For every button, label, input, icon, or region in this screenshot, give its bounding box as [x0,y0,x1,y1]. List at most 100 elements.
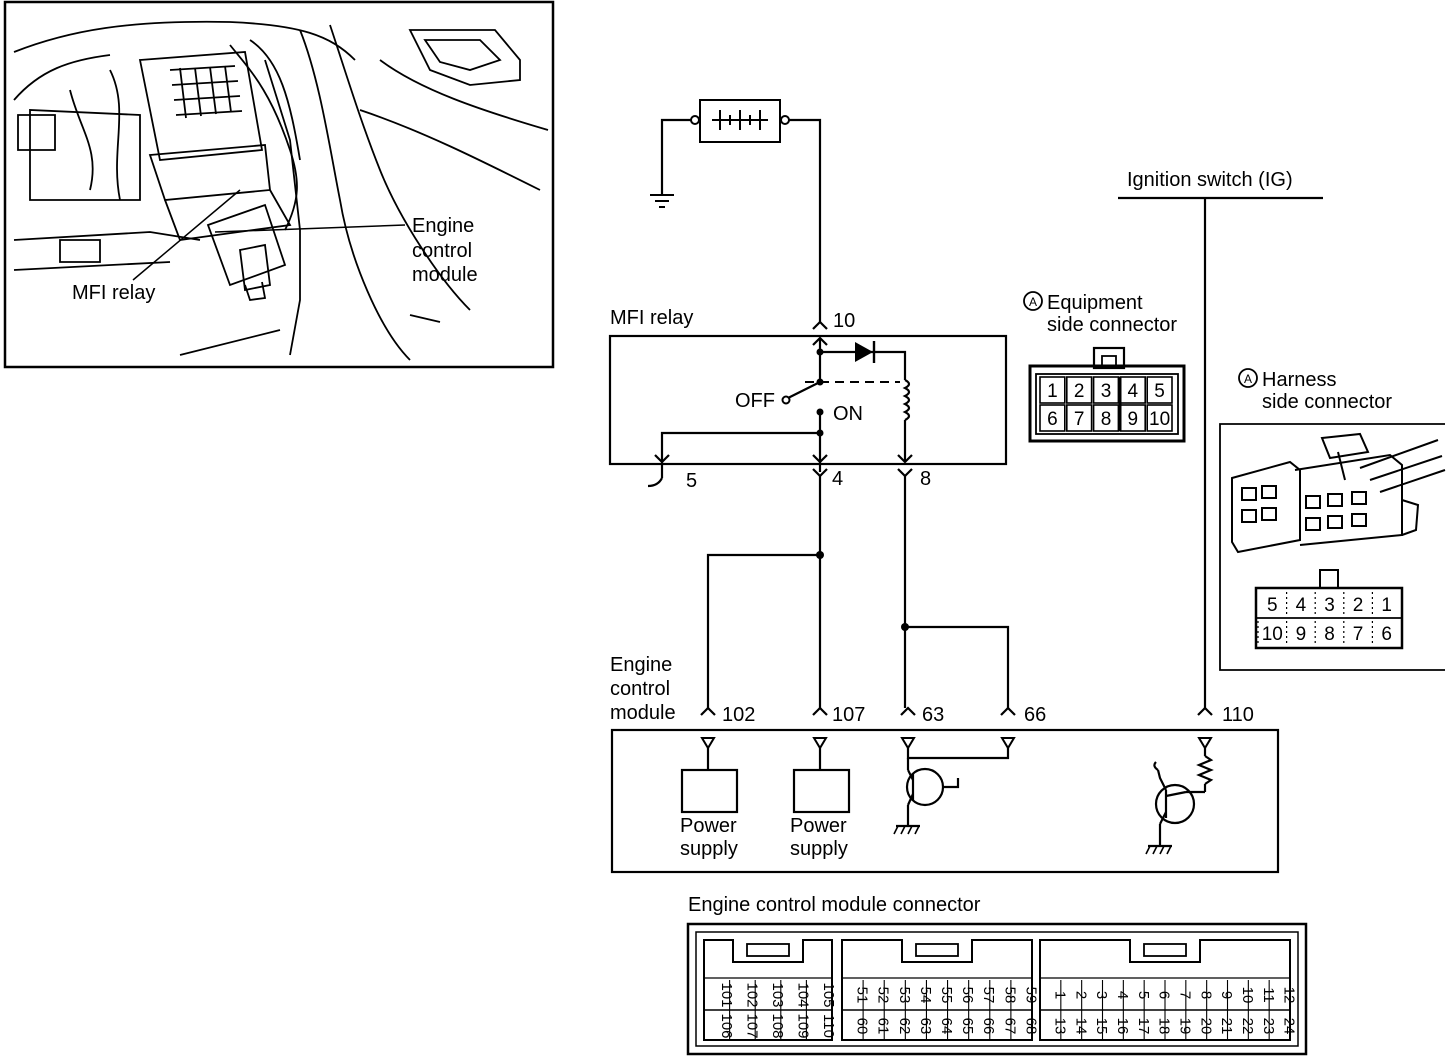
harness-pin-5: 5 [1267,595,1278,616]
ecm-connector-housing [686,922,1308,1056]
harness-pin-3: 3 [1324,595,1335,616]
ecm-connector-pin-52: 52 [875,987,892,1004]
power-supply-label-2a: Power [790,815,847,837]
ecm-connector-pin-110: 110 [820,1014,837,1038]
location-view-frame [3,0,555,369]
ecm-connector-pin-24: 24 [1281,1018,1298,1035]
ecm-connector-pin-19: 19 [1176,1018,1193,1035]
wire-battery-relay10 [789,118,822,322]
connector-cavity [1066,376,1093,404]
ecm-connector-pin-1: 1 [1051,991,1068,999]
relay-terminal-4: 4 [832,468,843,490]
ecm-connector: Engine control module connector 10110610… [686,894,1308,1056]
ecm-pin-66: 66 [1024,704,1046,726]
relay-box [608,334,1008,466]
equipment-pin-1: 1 [1047,381,1058,402]
ecm-connector-pin-60: 60 [854,1018,871,1035]
transistor-icon [905,748,1010,826]
splice-node [816,551,824,559]
ecm-title-2: control [610,678,670,700]
ecm-title-1: Engine [610,654,672,676]
ecm-connector-pin-107: 107 [743,1013,760,1038]
ecm-connector-pin-67: 67 [1001,1018,1018,1035]
ecm-connector-pin-66: 66 [980,1018,997,1035]
ecm-pin-102: 102 [722,704,755,726]
ecm-connector-pin-10: 10 [1239,987,1256,1004]
location-label-ecm-1: Engine [412,215,474,237]
battery [650,99,822,322]
ecm-connector-pin-63: 63 [917,1018,934,1035]
ecm-connector-pin-109: 109 [795,1013,812,1038]
ecm-connector-pin-102: 102 [743,982,760,1007]
transistor-icon [1153,748,1214,846]
dashboard-illustration [13,20,549,361]
equipment-pin-4: 4 [1128,381,1139,402]
ecm-box [610,728,1280,874]
harness-pin-9: 9 [1296,624,1307,645]
relay-title: MFI relay [610,307,693,329]
connector-cavity [1066,404,1093,432]
ecm-connector-pin-6: 6 [1156,991,1173,999]
harness-pin-10: 10 [1262,624,1283,645]
ecm-connector-pin-65: 65 [959,1018,976,1035]
leader-line-mfi-relay [132,189,241,281]
equipment-badge: A [1029,295,1037,309]
ecm-connector-pin-22: 22 [1239,1018,1256,1035]
relay-terminal-5-open [647,477,663,488]
location-label-ecm-2: control [412,240,472,262]
harness-view-frame [1219,423,1445,671]
ecm-connector-pin-64: 64 [938,1018,955,1035]
location-label-ecm-3: module [412,264,478,286]
ecm-connector-pin-51: 51 [854,987,871,1004]
equipment-pin-5: 5 [1154,381,1165,402]
ecm-connector-pin-5: 5 [1135,991,1152,999]
harness-pin-6: 6 [1381,624,1392,645]
ground-icon [650,194,674,208]
harness-title-2: side connector [1262,391,1392,413]
diode-icon [855,342,873,362]
connector-cavity [1039,404,1066,432]
ecm-connector-pin-53: 53 [896,987,913,1004]
equipment-pin-8: 8 [1101,409,1112,430]
ecm-connector-pin-23: 23 [1260,1018,1277,1035]
ecm-connector-pin-103: 103 [769,982,786,1007]
ecm-pin-63: 63 [922,704,944,726]
ecm-pin-110: 110 [1222,704,1254,726]
relay-terminal-5: 5 [686,470,697,492]
ecm-connector-pin-7: 7 [1176,991,1193,999]
connector-cavity [1146,376,1173,404]
ecm-connector-pin-21: 21 [1218,1018,1235,1035]
power-supply-block [792,768,851,814]
harness-wires [706,196,1323,708]
ecm-connector-pin-104: 104 [795,982,812,1007]
equipment-pin-9: 9 [1128,409,1139,430]
splice-node [901,623,909,631]
mfi-relay: MFI relay 10 OFF ON 5 4 [608,307,1008,492]
equipment-title-2: side connector [1047,314,1177,336]
equipment-pin-10: 10 [1149,409,1170,430]
relay-terminal-8: 8 [920,468,931,490]
ecm-connector-pin-101: 101 [718,982,735,1007]
ecm-connector-pin-106: 106 [718,1013,735,1038]
ecm-connector-pin-54: 54 [917,987,934,1004]
location-view: Engine control module MFI relay [3,0,555,369]
power-supply-label-1a: Power [680,815,737,837]
ecm-connector-pin-108: 108 [769,1013,786,1038]
equipment-title-1: Equipment [1047,292,1143,314]
equipment-pin-7: 7 [1074,409,1085,430]
ecm-connector-pin-62: 62 [896,1018,913,1035]
badge-a-icon [1023,291,1043,311]
ecm-title-3: module [610,702,676,724]
ecm-connector-pin-9: 9 [1218,991,1235,999]
ecm-connector-pin-55: 55 [938,987,955,1004]
ignition-switch-label: Ignition switch (IG) [1127,169,1293,191]
ecm-connector-pin-12: 12 [1281,987,1298,1004]
location-label-mfi-relay: MFI relay [72,282,155,304]
ecm-connector-title: Engine control module connector [688,894,981,916]
power-supply-label-2b: supply [790,838,848,860]
ecm-connector-block [703,939,833,1041]
harness-title-1: Harness [1262,369,1336,391]
wire-battery-ground [660,118,691,195]
